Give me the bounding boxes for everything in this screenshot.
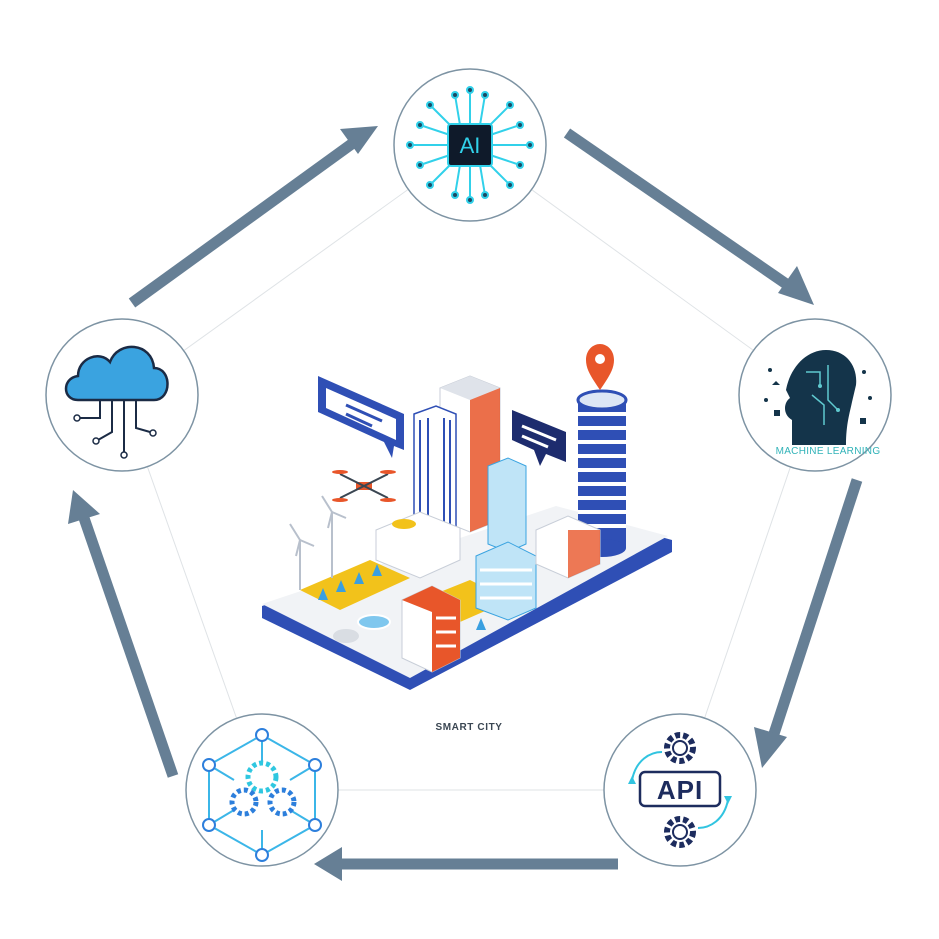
isometric-smart-city-illustration bbox=[262, 344, 672, 690]
low-building bbox=[375, 511, 601, 579]
smart-city-caption: SMART CITY bbox=[435, 722, 503, 733]
gear-network-icon bbox=[202, 728, 322, 862]
drone-icon bbox=[332, 470, 396, 502]
ai-label: AI bbox=[460, 133, 481, 158]
orange-front-building bbox=[401, 585, 461, 673]
location-pin-icon bbox=[586, 344, 614, 390]
glass-building bbox=[475, 457, 537, 621]
gear-network-node bbox=[185, 713, 339, 867]
cloud-computing-icon bbox=[64, 345, 169, 459]
chat-bubble-icon bbox=[318, 376, 404, 458]
api-gears-icon bbox=[628, 732, 732, 848]
robot-head-icon bbox=[764, 350, 872, 445]
machine-learning-node: MACHINE LEARNING bbox=[738, 318, 892, 472]
ai-chip-icon bbox=[406, 86, 534, 204]
api-label: API bbox=[657, 775, 703, 805]
arrow-network-to-cloud bbox=[68, 490, 179, 778]
api-node: API bbox=[603, 713, 757, 867]
arrow-ml-to-api bbox=[754, 478, 863, 768]
machine-learning-label: MACHINE LEARNING bbox=[776, 446, 881, 457]
cycle-arrows bbox=[68, 126, 863, 881]
arrow-api-to-network bbox=[314, 847, 618, 881]
arrow-ai-to-ml bbox=[563, 128, 814, 305]
cloud-node bbox=[45, 318, 199, 472]
chat-bubble-icon bbox=[512, 410, 566, 466]
arrow-cloud-to-ai bbox=[128, 126, 378, 308]
ai-node: AI bbox=[393, 68, 547, 222]
